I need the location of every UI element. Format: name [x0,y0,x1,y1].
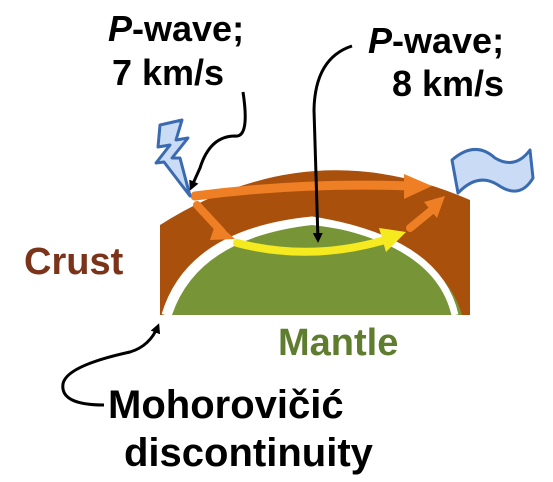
upgoing-ray-arrow [406,206,436,232]
crust-wave-arrow [190,180,415,201]
p-wave-mantle-label: P-wave; [368,20,504,61]
crust-label: Crust [24,241,124,283]
moho-label-line2: discontinuity [124,431,374,475]
pointer-mantle-wave [312,44,353,243]
moho-label-line1: Mohorovičić [108,383,344,427]
pointer-moho [61,323,161,407]
pointer-crust-wave [189,91,247,191]
mantle-wave-arrow [233,236,389,256]
seismograph-wave-flag-icon [450,148,535,195]
downgoing-ray-arrowhead [210,222,235,240]
p-wave-crust-speed: 7 km/s [112,52,224,93]
mantle-label: Mantle [278,322,398,364]
crust-wave-arrowhead [404,174,432,199]
mantle-wave-arrowhead [379,228,406,252]
crust-layer [160,170,470,315]
lightning-bolt-icon [154,118,192,198]
moho-boundary [161,216,459,317]
upgoing-ray-arrowhead [424,196,445,218]
p-wave-crust-label: P-wave; [108,8,244,49]
p-wave-mantle-speed: 8 km/s [392,63,504,104]
